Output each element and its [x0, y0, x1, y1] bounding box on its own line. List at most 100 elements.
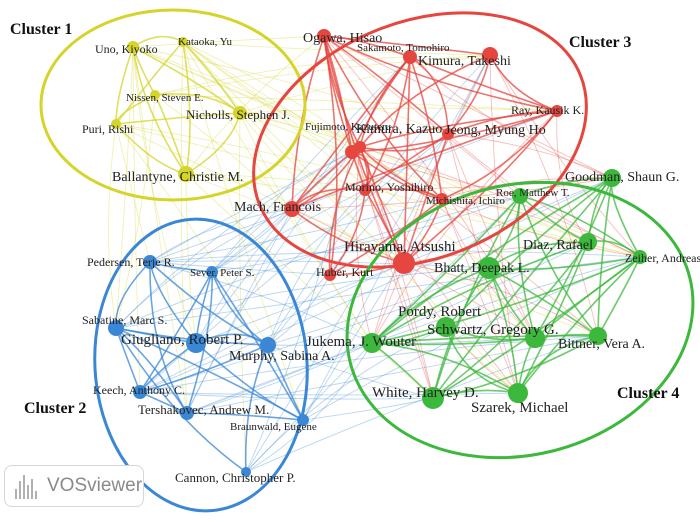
author-node[interactable]	[551, 105, 563, 117]
author-label: Diaz, Rafael	[523, 238, 593, 253]
coauthor-link	[359, 54, 491, 148]
coauthor-link	[323, 35, 558, 112]
author-label: Ray, Kausik K.	[511, 103, 584, 117]
coauthor-link	[534, 177, 613, 339]
author-node[interactable]	[284, 201, 300, 217]
author-node[interactable]	[403, 50, 417, 64]
coauthor-link	[239, 112, 373, 344]
author-label: Mach, Francois	[234, 200, 321, 215]
coauthor-link	[267, 344, 434, 399]
cluster-2-outline	[93, 217, 309, 513]
author-label: Zeiher, Andreas M.	[625, 251, 700, 265]
author-node[interactable]	[297, 414, 309, 426]
author-node[interactable]	[579, 233, 597, 251]
author-node[interactable]	[186, 333, 206, 353]
coauthor-link	[323, 35, 338, 276]
author-node[interactable]	[178, 37, 188, 47]
author-node[interactable]	[111, 119, 121, 129]
coauthor-link	[149, 261, 331, 276]
author-label: Kimura, Kazuo	[356, 122, 442, 137]
coauthor-link	[115, 123, 269, 346]
author-node[interactable]	[393, 252, 415, 274]
coauthor-link	[115, 123, 641, 258]
author-node[interactable]	[436, 317, 456, 337]
coauthor-link	[267, 189, 366, 346]
author-label: Tershakovec, Andrew M.	[138, 402, 269, 417]
coauthor-link	[371, 177, 613, 344]
coauthor-link	[115, 208, 293, 329]
coauthor-link	[371, 334, 599, 344]
author-label: White, Harvey D.	[372, 385, 479, 401]
coauthor-link	[180, 41, 188, 414]
coauthor-link	[139, 391, 519, 396]
vosviewer-logo-icon	[15, 473, 41, 499]
coauthor-link	[359, 146, 599, 337]
author-node[interactable]	[508, 383, 528, 403]
watermark-text: VOSviewer	[47, 475, 143, 496]
author-node[interactable]	[359, 184, 371, 196]
coauthor-link	[371, 54, 491, 344]
coauthor-link	[139, 262, 405, 393]
author-node[interactable]	[324, 269, 336, 281]
coauthor-link	[432, 241, 589, 399]
nodes-layer	[108, 29, 647, 477]
coauthor-link	[355, 146, 373, 344]
author-node[interactable]	[345, 145, 359, 159]
coauthor-link	[517, 195, 536, 339]
author-node[interactable]	[603, 169, 621, 187]
author-node[interactable]	[589, 327, 607, 345]
author-node[interactable]	[150, 90, 160, 100]
author-node[interactable]	[633, 250, 647, 264]
coauthor-link	[244, 344, 269, 473]
coauthor-link	[441, 198, 589, 243]
cluster-outlines-layer	[39, 8, 695, 513]
author-node[interactable]	[206, 266, 218, 278]
author-label: Cannon, Christopher P.	[175, 470, 296, 485]
author-label: Nissen, Steven E.	[126, 92, 204, 104]
author-label: Szarek, Michael	[471, 400, 568, 416]
coauthor-link	[115, 46, 134, 329]
coauthor-link	[364, 133, 449, 191]
coauthor-link	[154, 93, 241, 114]
author-node[interactable]	[482, 47, 498, 63]
coauthor-link	[132, 35, 325, 48]
cluster-4-title: Cluster 4	[617, 385, 679, 402]
author-node[interactable]	[143, 255, 157, 269]
author-node[interactable]	[133, 385, 147, 399]
author-label: Kataoka, Yu	[178, 36, 232, 48]
coauthor-link	[447, 110, 558, 135]
coauthor-link	[239, 112, 519, 394]
author-label: Kimura, Takeshi	[418, 54, 511, 69]
coauthor-link	[185, 173, 197, 344]
coauthor-link	[447, 133, 613, 179]
author-node[interactable]	[180, 406, 194, 420]
author-node[interactable]	[260, 337, 276, 353]
author-node[interactable]	[422, 387, 444, 409]
coauthor-link	[302, 198, 443, 421]
author-node[interactable]	[127, 41, 139, 53]
cluster-2-title: Cluster 2	[24, 400, 86, 417]
author-node[interactable]	[525, 328, 545, 348]
author-label: Nicholls, Stephen J.	[186, 107, 290, 122]
author-label: Ballantyne, Christie M.	[112, 170, 243, 185]
author-node[interactable]	[512, 188, 528, 204]
coauthor-link	[132, 46, 361, 148]
author-node[interactable]	[178, 166, 194, 182]
author-node[interactable]	[442, 128, 454, 140]
coauthor-link	[409, 56, 443, 200]
author-node[interactable]	[436, 193, 448, 205]
author-label: Roe, Matthew T.	[496, 187, 570, 199]
coauthor-link	[182, 41, 241, 114]
coauthor-link	[364, 56, 411, 191]
author-node[interactable]	[108, 320, 124, 336]
author-node[interactable]	[478, 257, 500, 279]
author-node[interactable]	[241, 467, 251, 477]
author-node[interactable]	[233, 106, 247, 120]
author-node[interactable]	[317, 29, 331, 43]
coauthor-link	[132, 46, 197, 344]
author-node[interactable]	[362, 333, 382, 353]
coauthor-link	[351, 151, 521, 197]
author-label: Sakamoto, Tomohiro	[357, 42, 450, 54]
